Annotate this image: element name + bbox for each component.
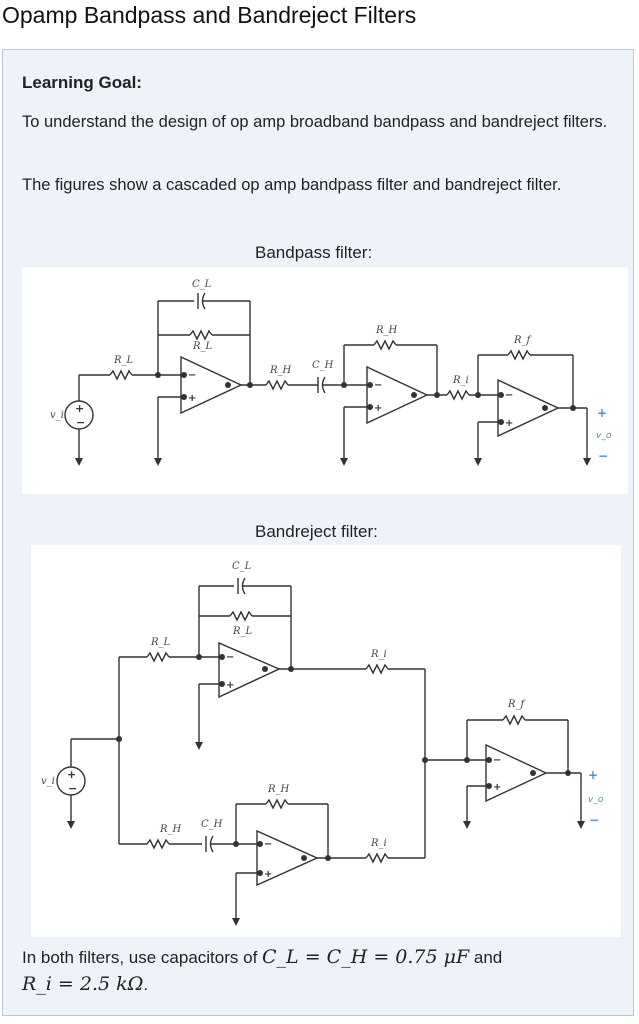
br-op1-plus: + [226, 680, 234, 691]
br-vo-label: v_o [588, 795, 604, 805]
bottom-prefix: In both filters, use capacitors of [22, 948, 263, 967]
bandpass-caption: Bandpass filter: [255, 243, 373, 262]
bp-rh-in-label: R_H [269, 365, 292, 376]
br-vo-minus: − [589, 813, 599, 827]
page-title: Opamp Bandpass and Bandreject Filters [2, 2, 417, 28]
br-rf-label: R_f [507, 699, 527, 710]
bp-ri-label: R_i [452, 375, 469, 386]
br-op2-plus: + [264, 869, 272, 880]
br-rl-in-label: R_L [150, 637, 171, 648]
bp-rf-label: R_f [513, 335, 533, 346]
bp-op3-plus: + [505, 418, 513, 429]
intro-text: The figures show a cascaded op amp bandp… [22, 176, 562, 194]
learning-goal-heading: Learning Goal: [22, 73, 142, 92]
br-rh-fb-label: R_H [267, 784, 290, 795]
bp-vo-label: v_o [596, 431, 612, 441]
bottom-suffix: . [143, 975, 149, 994]
bp-source-minus: − [76, 416, 85, 429]
bandreject-figure: C_L R_L R_L R_i R_f R_H R_H C_H R_i v_i … [31, 545, 621, 937]
br-vi-label: v_i [41, 776, 55, 787]
bandpass-circuit-diagram: C_L R_L R_L R_H C_H R_H R_i R_f v_i + − … [50, 279, 612, 466]
capacitance-equation: C_L = C_H = 0.75 μF [262, 946, 470, 968]
br-source-minus: − [68, 782, 77, 795]
br-source-plus: + [67, 768, 76, 781]
br-vo-plus: + [588, 768, 598, 782]
br-ch-label: C_H [201, 819, 223, 830]
bandreject-caption: Bandreject filter: [255, 522, 378, 541]
bp-op2-minus: − [374, 380, 382, 391]
bp-op2-plus: + [374, 403, 382, 414]
br-op3-minus: − [493, 755, 501, 766]
bp-op1-plus: + [188, 393, 196, 404]
br-rh-in-label: R_H [159, 824, 182, 835]
learning-goal-text: To understand the design of op amp broad… [22, 113, 608, 131]
bp-source-plus: + [75, 402, 84, 415]
bp-cl-label: C_L [192, 279, 212, 290]
bp-ch-label: C_H [312, 360, 334, 371]
bp-op3-minus: − [505, 390, 513, 401]
bottom-mid: and [469, 948, 503, 967]
bandpass-figure: C_L R_L R_L R_H C_H R_H R_i R_f v_i + − … [22, 267, 628, 494]
capacitor-values-text: In both filters, use capacitors of C_L =… [22, 944, 622, 998]
resistance-equation: R_i = 2.5 kΩ [22, 973, 144, 995]
br-ri-top-label: R_i [370, 649, 387, 660]
br-op3-plus: + [493, 782, 501, 793]
br-op1-minus: − [226, 652, 234, 663]
br-cl-label: C_L [232, 561, 252, 572]
br-ri-bot-label: R_i [370, 838, 387, 849]
br-op2-minus: − [264, 839, 272, 850]
bp-vi-label: v_i [50, 410, 64, 421]
bp-rl-in-label: R_L [113, 355, 134, 366]
bp-rl-fb-label: R_L [192, 341, 213, 352]
bp-op1-minus: − [188, 370, 196, 381]
bp-vo-minus: − [598, 449, 608, 463]
bp-vo-plus: + [597, 406, 607, 420]
bandreject-circuit-diagram: C_L R_L R_L R_i R_f R_H R_H C_H R_i v_i … [41, 561, 604, 926]
br-rl-fb-label: R_L [232, 626, 253, 637]
bp-rh-fb-label: R_H [375, 325, 398, 336]
